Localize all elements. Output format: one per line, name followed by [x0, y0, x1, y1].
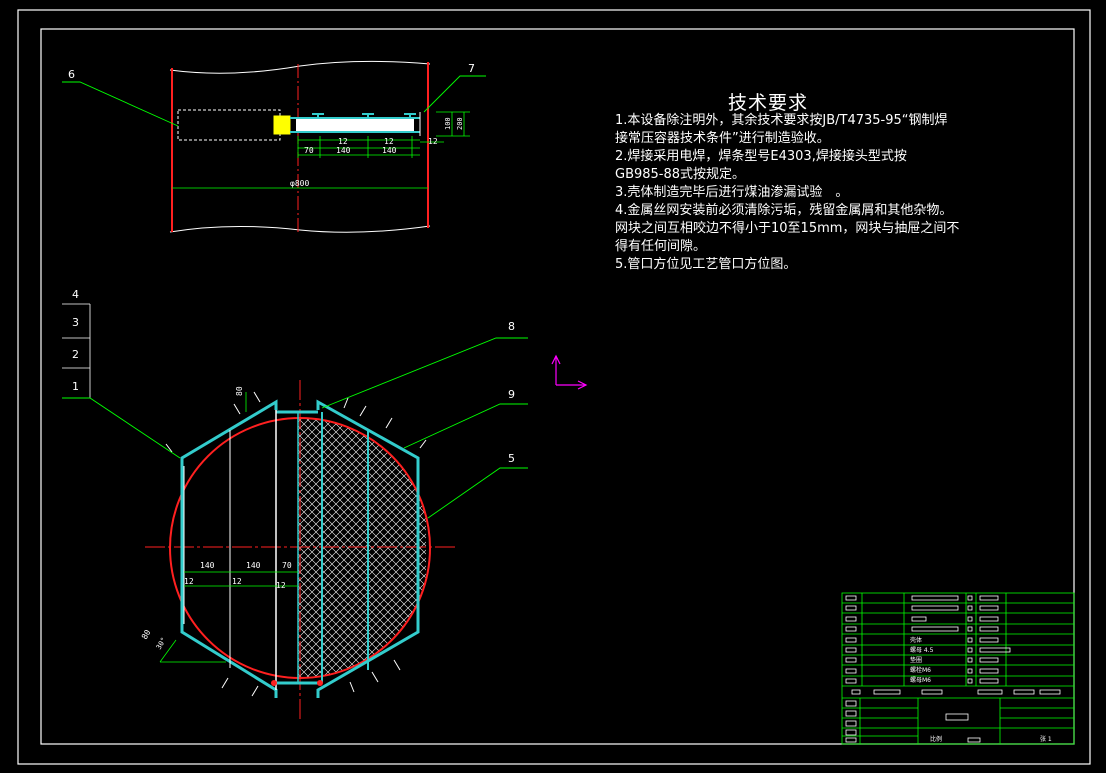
- inner-frame: [40, 28, 1075, 745]
- plan-dim-140a: 140: [200, 561, 215, 570]
- req-line-8: 得有任何间隙。: [615, 239, 707, 254]
- tech-requirements-list: 1.本设备除注明外，其余技术要求按JB/T4735-95“钢制焊 接常压容器技术…: [615, 112, 995, 274]
- plan-dim-140b: 140: [246, 561, 261, 570]
- elevation-detail: 12 12 12 70 140 140 φ800 100 200 6 7: [62, 60, 486, 233]
- req-line-6: 4.金属丝网安装前必须清除污垢，残留金属屑和其他杂物。: [615, 203, 953, 218]
- tb-scale: 比例: [930, 735, 942, 743]
- req-line-7: 网块之间互相咬边不得小于10至15mm，网块与抽屉之间不: [615, 221, 960, 236]
- req-line-3: 2.焊接采用电焊，焊条型号E4303,焊接接头型式按: [615, 149, 907, 164]
- plan-dim-12b: 12: [232, 577, 242, 586]
- tb-sheet: 张 1: [1040, 735, 1052, 743]
- callout-2: 2: [72, 348, 79, 361]
- callout-4: 4: [72, 288, 79, 301]
- tech-requirements-title: 技术要求: [728, 92, 809, 114]
- dim-h1: 100: [444, 117, 452, 130]
- title-block-text: 壳体 螺母 4.5 垫圈 螺栓M6 螺母M6 比例 张 1: [910, 636, 1052, 743]
- mesh-block-left: [177, 109, 281, 141]
- title-block-placeholders: [845, 595, 1061, 743]
- callout-5: 5: [508, 452, 515, 465]
- dim-12c: 12: [428, 137, 438, 146]
- req-line-2: 接常压容器技术条件”进行制造验收。: [615, 131, 830, 146]
- break-line-top: [169, 60, 431, 74]
- support-block: [273, 115, 291, 135]
- req-line-4: GB985-88式按规定。: [615, 167, 746, 182]
- plan-dim-70: 70: [282, 561, 292, 570]
- dim-12a: 12: [338, 137, 348, 146]
- frame-left: [180, 399, 278, 698]
- req-line-5: 3.壳体制造完毕后进行煤油渗漏试验 。: [615, 185, 849, 200]
- req-line-1: 1.本设备除注明外，其余技术要求按JB/T4735-95“钢制焊: [615, 113, 948, 128]
- dim-diameter: φ800: [290, 179, 309, 188]
- tb-row-0: 壳体: [910, 636, 922, 644]
- grid-plate: [296, 118, 414, 132]
- dim-12b: 12: [384, 137, 394, 146]
- req-line-9: 5.管口方位见工艺管口方位图。: [615, 257, 797, 272]
- dim-h2: 200: [456, 117, 464, 130]
- title-block: [841, 592, 1075, 745]
- callout-7: 7: [468, 62, 475, 75]
- tb-row-3: 螺栓M6: [910, 666, 931, 674]
- callout-1: 1: [72, 380, 79, 393]
- plan-dim-80b: 80: [140, 628, 153, 641]
- outer-frame: [17, 9, 1091, 765]
- callout-8: 8: [508, 320, 515, 333]
- plan-dim-12a: 12: [184, 577, 194, 586]
- tb-row-1: 螺母 4.5: [910, 646, 934, 654]
- break-line-bottom: [169, 225, 431, 233]
- dim-70: 70: [304, 146, 314, 155]
- dim-140b: 140: [382, 146, 397, 155]
- plan-dim-80a: 80: [235, 386, 244, 396]
- dim-140a: 140: [336, 146, 351, 155]
- tb-row-4: 螺母M6: [910, 676, 931, 684]
- plan-dim-angle: 30°: [155, 636, 168, 651]
- callout-9: 9: [508, 388, 515, 401]
- tb-row-2: 垫圈: [910, 656, 922, 664]
- plan-view: 140 140 70 12 12 12 80 80 30° 4 3 2 1 8 …: [62, 288, 528, 720]
- frame-right: [316, 399, 420, 698]
- ucs-icon: [551, 354, 588, 390]
- callout-6: 6: [68, 68, 75, 81]
- plan-dim-12c: 12: [276, 581, 286, 590]
- callout-3: 3: [72, 316, 79, 329]
